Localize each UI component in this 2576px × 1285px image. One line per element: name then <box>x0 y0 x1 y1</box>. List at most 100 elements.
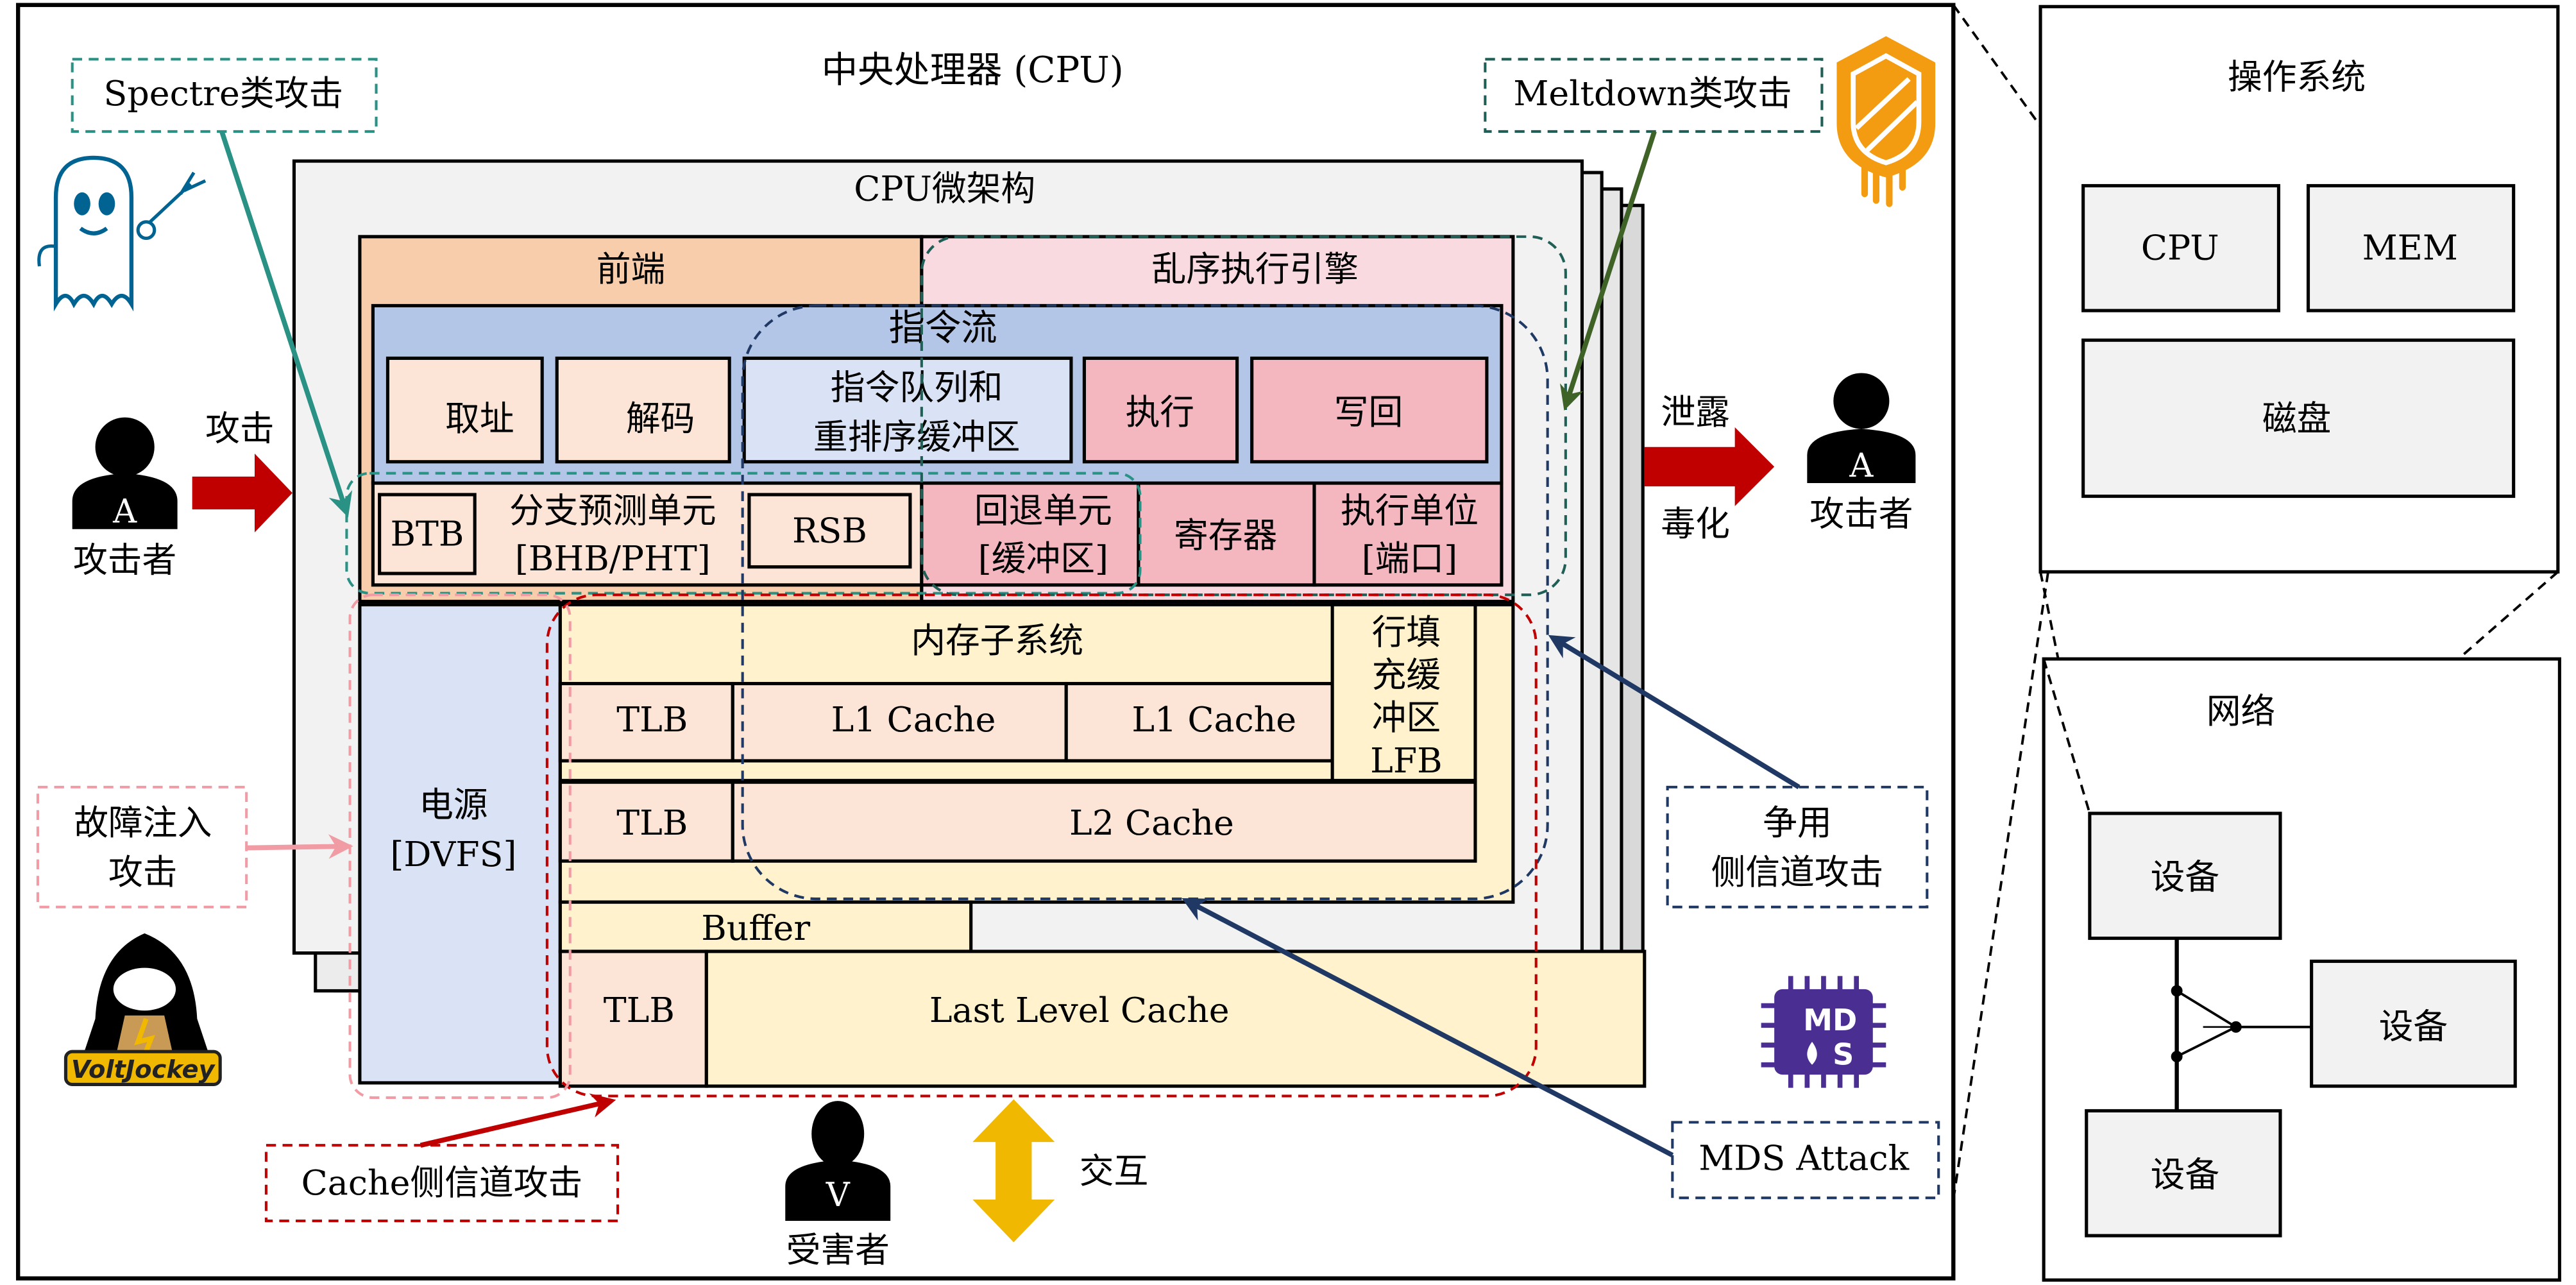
llc-tlb <box>558 949 708 1088</box>
tlb-l2-label: TLB <box>616 803 688 843</box>
tlb-l2 <box>558 780 734 863</box>
register-label: 寄存器 <box>1174 515 1277 556</box>
victim-label: 受害者 <box>786 1230 890 1270</box>
stage-fetch-label: 取址 <box>445 398 514 439</box>
l2-cache <box>731 780 1477 863</box>
lfb-label-1: 行填 <box>1372 612 1441 652</box>
lfb-label-3: 冲区 <box>1372 697 1441 738</box>
mds-label-box <box>1671 1121 1940 1200</box>
mds-arrow <box>1182 898 1674 1158</box>
leak-label: 泄露 <box>1661 392 1730 432</box>
network-device-2-label: 设备 <box>2379 1007 2448 1047</box>
network-device-3 <box>2085 1109 2282 1238</box>
attacker-left-label: 攻击者 <box>73 540 176 580</box>
os-cpu-label: CPU <box>2141 228 2219 268</box>
llc-label: Last Level Cache <box>929 990 1230 1030</box>
attacker-right-icon: A <box>1807 373 1916 485</box>
contention-label-2: 侧信道攻击 <box>1711 852 1884 892</box>
contention-label-box <box>1666 785 1929 908</box>
svg-text:S: S <box>1833 1037 1854 1072</box>
network-device-1 <box>2088 812 2282 940</box>
exec-units-label-2: [端口] <box>1362 538 1457 579</box>
l1-cache-a-label: L1 Cache <box>831 699 996 740</box>
power-dvfs-block <box>358 603 562 1085</box>
retire-label-1: 回退单元 <box>974 491 1112 531</box>
bpu-label-1: 分支预测单元 <box>509 491 716 531</box>
tlb-l1-label: TLB <box>616 699 688 740</box>
cache-sc-arrow <box>419 1093 616 1148</box>
svg-text:MD: MD <box>1803 1003 1857 1037</box>
retire-label-2: [缓冲区] <box>978 538 1108 579</box>
register-file <box>1137 481 1316 587</box>
os-title: 操作系统 <box>2228 56 2366 97</box>
voltjockey-hacker-icon: VoltJockey <box>64 933 222 1087</box>
stage-execute-label: 执行 <box>1125 392 1194 432</box>
svg-text:A: A <box>112 493 137 531</box>
stage-rob-label: 重排序缓冲区 <box>813 416 1021 457</box>
spectre-label-box <box>71 58 378 133</box>
attacker-right-label: 攻击者 <box>1809 494 1913 534</box>
ooo-engine-label: 乱序执行引擎 <box>1151 249 1359 289</box>
stage-queue-label: 指令队列和 <box>831 367 1003 407</box>
spectre-label: Spectre类攻击 <box>104 73 344 114</box>
cpu-title: 中央处理器 (CPU) <box>822 49 1124 91</box>
attack-action-label: 攻击 <box>205 408 275 448</box>
meltdown-shield-icon <box>1836 36 1936 207</box>
os-mem-label: MEM <box>2362 228 2458 268</box>
poison-label: 毒化 <box>1661 504 1730 544</box>
stage-writeback <box>1250 356 1489 464</box>
last-level-cache <box>704 949 1647 1088</box>
contention-label-1: 争用 <box>1763 803 1832 843</box>
spectre-ghost-icon <box>37 155 207 312</box>
bpu-label-2: [BHB/PHT] <box>515 538 711 579</box>
stage-fetch <box>386 356 544 464</box>
network-device-1-label: 设备 <box>2151 857 2220 898</box>
fault-label-1: 故障注入 <box>74 803 212 843</box>
lfb-label-2: 充缓 <box>1372 655 1441 695</box>
fault-arrow <box>246 834 353 859</box>
memory-subsystem-label: 内存子系统 <box>911 620 1083 661</box>
interaction-arrow <box>972 1099 1055 1243</box>
attacker-left-icon: A <box>72 417 178 531</box>
btb-label: BTB <box>390 513 464 554</box>
os-cpu-box <box>2081 183 2280 312</box>
exec-units-label-1: 执行单位 <box>1341 491 1479 531</box>
stage-decode-label: 解码 <box>626 398 695 439</box>
execution-units <box>1312 481 1504 587</box>
network-switch-icon <box>2171 938 2312 1111</box>
mds-chip-icon: MD S <box>1761 976 1886 1088</box>
os-mem-box <box>2306 183 2516 312</box>
fault-label-2: 攻击 <box>108 852 178 892</box>
cache-sc-label-box <box>264 1144 620 1223</box>
os-disk-label: 磁盘 <box>2262 398 2332 439</box>
frontend-label: 前端 <box>597 249 666 289</box>
network-device-2 <box>2310 959 2517 1088</box>
l1-cache-a <box>731 681 1068 763</box>
mds-label: MDS Attack <box>1699 1138 1909 1179</box>
network-device-3-label: 设备 <box>2151 1154 2220 1195</box>
svg-text:A: A <box>1849 447 1874 485</box>
stage-writeback-label: 写回 <box>1334 392 1403 432</box>
svg-text:V: V <box>826 1176 851 1214</box>
meltdown-arrow <box>1560 130 1657 411</box>
buffer-box <box>558 900 973 953</box>
cache-sc-region <box>545 593 1538 1098</box>
llc-tlb-label: TLB <box>604 990 675 1030</box>
fault-label-box <box>36 785 248 908</box>
rsb-label: RSB <box>792 510 867 550</box>
stage-queue-rob <box>742 356 1073 464</box>
instruction-stream-label: 指令流 <box>889 307 997 349</box>
retire-unit <box>920 481 1140 587</box>
power-label-1: 电源 <box>419 785 488 825</box>
microarch-label: CPU微架构 <box>854 169 1035 209</box>
network-title: 网络 <box>2207 691 2276 731</box>
stage-decode <box>555 356 731 464</box>
attack-arrow <box>192 453 292 532</box>
contention-region <box>741 304 1549 901</box>
cache-sc-label: Cache侧信道攻击 <box>301 1162 583 1203</box>
stage-execute <box>1082 356 1239 464</box>
l1-cache-b-label: L1 Cache <box>1131 699 1296 740</box>
svg-text:VoltJockey: VoltJockey <box>71 1055 216 1084</box>
spectre-arrow <box>219 130 353 518</box>
